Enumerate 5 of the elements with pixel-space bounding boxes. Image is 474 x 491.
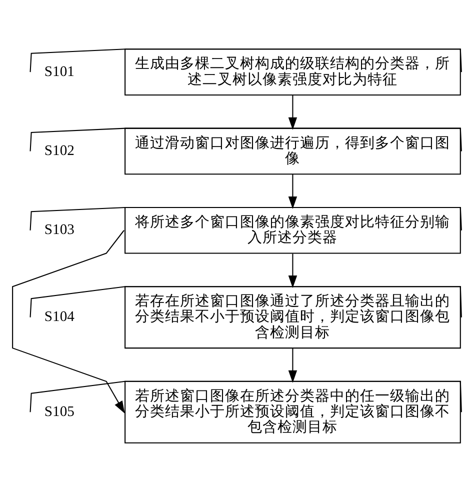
- node-text: S105: [44, 403, 74, 420]
- node-text: S103: [44, 222, 74, 238]
- node-text: S104: [44, 308, 74, 325]
- node-text: S101: [44, 63, 74, 80]
- node-text: S102: [44, 142, 74, 159]
